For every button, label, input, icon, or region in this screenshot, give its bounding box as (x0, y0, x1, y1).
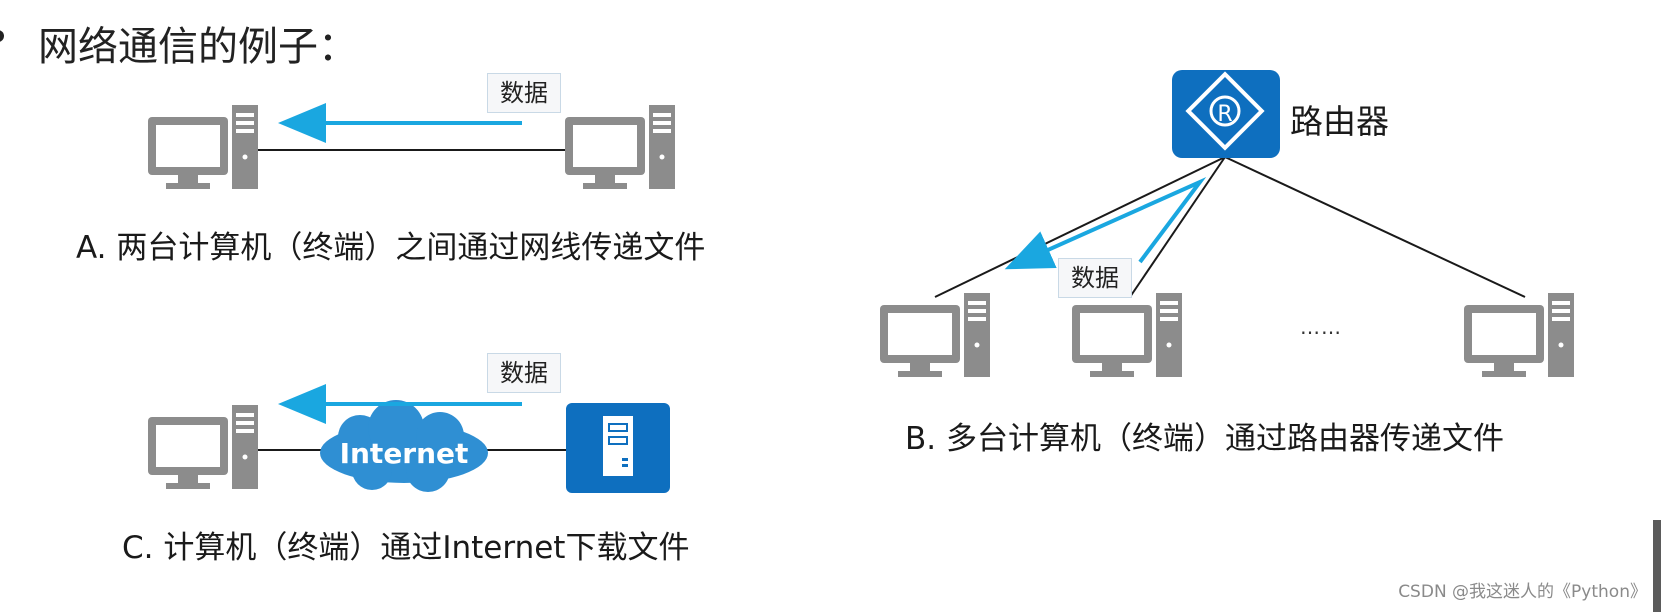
computer-icon (1072, 293, 1182, 377)
caption-c: C. 计算机（终端）通过Internet下载文件 (122, 530, 690, 566)
computer-icon (148, 105, 258, 189)
link-line (1129, 156, 1226, 298)
server-icon (566, 403, 670, 493)
computer-icon (1464, 293, 1574, 377)
caption-a: A. 两台计算机（终端）之间通过网线传递文件 (76, 230, 706, 266)
computer-icon (148, 405, 258, 489)
data-label-b: 数据 (1058, 258, 1132, 298)
router-icon (1172, 70, 1280, 158)
cloud-icon (320, 400, 488, 492)
link-line (1224, 156, 1526, 298)
edge-mark (1653, 520, 1661, 612)
router-label: 路由器 (1290, 102, 1389, 141)
computer-icon (880, 293, 990, 377)
link-line (934, 156, 1226, 298)
computer-icon (565, 105, 675, 189)
ellipsis: …… (1300, 315, 1342, 339)
data-arrow-b (1004, 177, 1207, 270)
page-title: 网络通信的例子： (38, 24, 358, 70)
internet-label: Internet (340, 437, 469, 470)
bullet-dot (0, 30, 4, 42)
watermark: CSDN @我这迷人的《Python》 (1398, 582, 1647, 602)
caption-b: B. 多台计算机（终端）通过路由器传递文件 (905, 421, 1504, 457)
router-letter: R (1217, 102, 1232, 127)
data-label-a: 数据 (487, 73, 561, 113)
data-label-c: 数据 (487, 353, 561, 393)
